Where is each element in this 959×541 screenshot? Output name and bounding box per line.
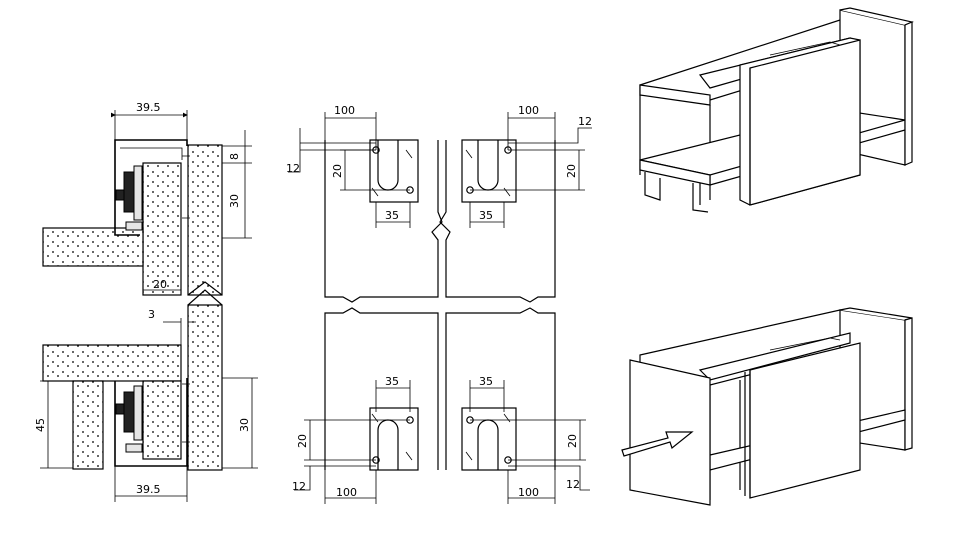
hinge-bottom-left	[369, 407, 419, 471]
plan-view: 100 20 12 35 100 20 12 35	[286, 104, 592, 504]
isometric-view-bottom	[621, 307, 913, 506]
panel-top-left	[324, 140, 443, 303]
dim-width-top-right: 35	[479, 209, 493, 222]
dim-height-top: 30	[228, 194, 241, 208]
dim-width-bottom-left: 35	[385, 375, 399, 388]
panel-bottom-left	[324, 307, 439, 470]
shelf-board-top	[42, 227, 144, 267]
dim-edge-top-right: 12	[578, 115, 592, 128]
dim-gap-bottom: 3	[148, 308, 155, 321]
dim-width-bottom: 39.5	[136, 483, 161, 496]
door-panel-top	[142, 162, 182, 296]
break-line-bottom	[187, 289, 223, 306]
shelf-board-bottom	[42, 344, 182, 382]
dim-depth-bottom: 45	[34, 418, 47, 432]
break-line-top	[187, 281, 223, 296]
hinge-top-right	[461, 139, 517, 203]
dim-width-top-left: 35	[385, 209, 399, 222]
sliding-door-front-bottom	[749, 342, 861, 499]
dim-offset-bottom-right: 100	[518, 486, 539, 499]
dim-offset-bottom-left: 100	[336, 486, 357, 499]
hinge-top-left	[369, 139, 419, 203]
dim-height-small-top: 8	[228, 153, 241, 160]
dim-bottom-gap-top: 20	[153, 278, 167, 291]
slide-direction-arrow-icon	[621, 431, 694, 457]
dim-edge-top-left: 12	[286, 162, 300, 175]
roller-block-bottom	[123, 391, 135, 433]
wall-board-bottom	[187, 304, 223, 471]
dim-height-bottom-right: 20	[566, 434, 579, 448]
roller-block-top	[123, 171, 135, 213]
dim-edge-bottom-right: 12	[566, 478, 580, 491]
wall-board-top	[187, 144, 223, 296]
dim-height-top-right: 20	[565, 164, 578, 178]
isometric-view-top	[639, 7, 914, 213]
dim-width-top: 39.5	[136, 101, 161, 114]
dim-height-bottom: 30	[238, 418, 251, 432]
section-view-top: 39.5 8 30 20	[42, 101, 252, 296]
dim-offset-top-left: 100	[334, 104, 355, 117]
dim-edge-bottom-left: 12	[292, 480, 306, 493]
panel-top-right	[439, 140, 556, 303]
section-view-bottom: 3 45 30 39.5	[34, 289, 258, 502]
hinge-bottom-right	[461, 407, 517, 471]
door-panel-bottom	[142, 380, 182, 460]
dim-height-top-left: 20	[331, 164, 344, 178]
dim-width-bottom-right: 35	[479, 375, 493, 388]
track-channel-bottom	[114, 378, 188, 467]
dim-offset-top-right: 100	[518, 104, 539, 117]
post-bottom	[72, 380, 104, 470]
panel-bottom-right	[445, 307, 556, 470]
dim-height-bottom-left: 20	[296, 434, 309, 448]
